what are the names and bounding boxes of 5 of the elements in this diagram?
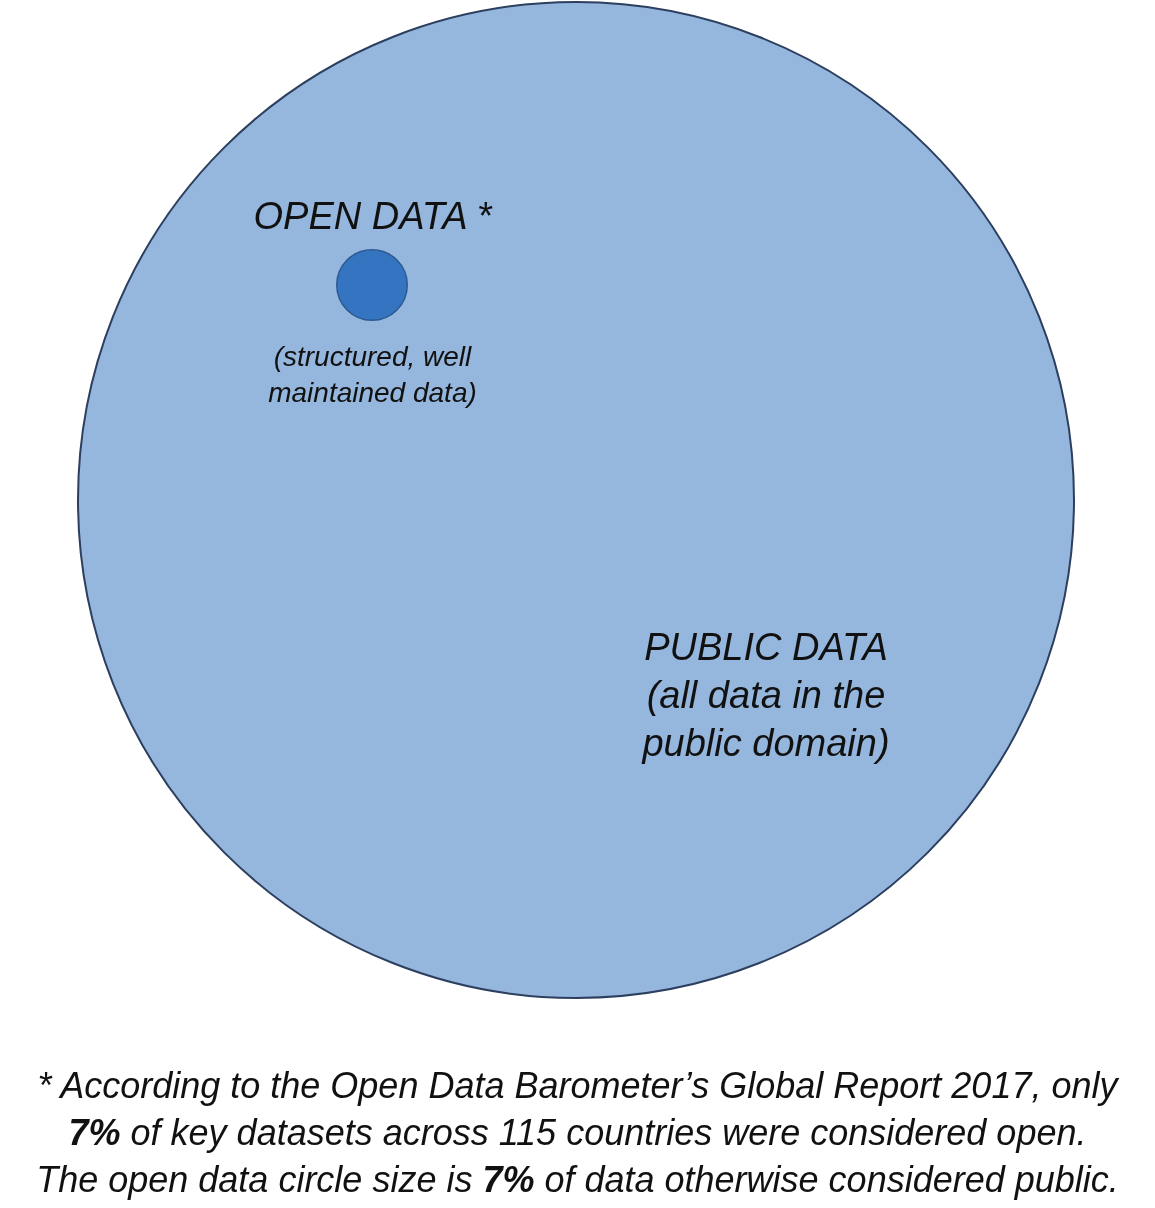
circle-description: (all data in the public domain): [640, 673, 891, 766]
circle-description: (structured, well maintained data): [267, 340, 478, 410]
circle-title: OPEN DATA *: [252, 194, 494, 239]
circle-title: PUBLIC DATA: [643, 625, 889, 670]
footnote: * According to the Open Data Barometer’s Global Report 2017, only 7% of key datasets across 115 countries were considered open. The open data circle size is 7% of data otherwise considered public.: [35, 1064, 1120, 1202]
